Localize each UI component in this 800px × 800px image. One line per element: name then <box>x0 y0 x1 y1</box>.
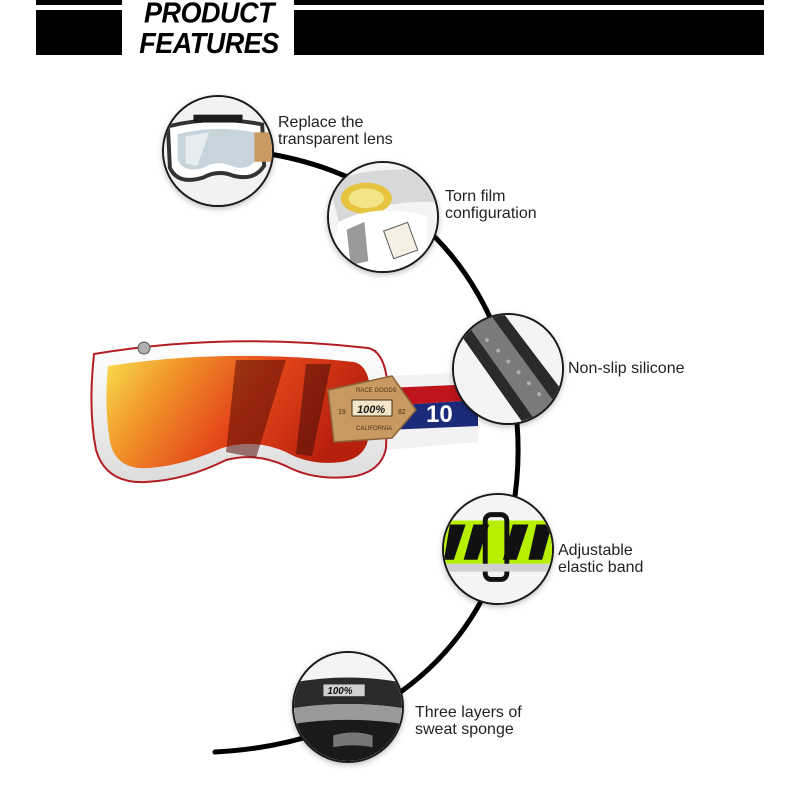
feature-label-1: Replace the transparent lens <box>278 114 393 148</box>
patch-year-right: 82 <box>398 409 406 416</box>
header-bar-left-thick <box>36 10 122 55</box>
feature-circle-tear-off <box>327 161 439 273</box>
goggle-image: 10 RACE GOODS 100% 19 82 CALIFORNIA <box>90 340 478 484</box>
feature-circle-sponge: 100% <box>292 651 404 763</box>
feature-label-2: Torn film configuration <box>445 188 537 222</box>
leather-patch: RACE GOODS 100% 19 82 CALIFORNIA <box>327 375 417 443</box>
tear-off-icon <box>329 163 437 271</box>
feature-2-line-1: Torn film <box>445 188 506 205</box>
patch-top-text: RACE GOODS <box>356 388 397 394</box>
strap-text: 10 <box>426 401 453 428</box>
patch-year-left: 19 <box>338 409 346 416</box>
elastic-band-icon <box>444 495 552 603</box>
feature-circle-clear-lens <box>162 95 274 207</box>
feature-3-line-1: Non-slip silicone <box>568 360 685 377</box>
header-bar-right-thick <box>294 10 764 55</box>
feature-circle-elastic-band <box>442 493 554 605</box>
feature-1-line-1: Replace the <box>278 114 364 131</box>
sponge-logo-text: 100% <box>327 686 352 697</box>
feature-2-line-2: configuration <box>445 205 537 222</box>
feature-4-line-2: elastic band <box>558 559 644 576</box>
title-line-1: PRODUCT <box>144 0 275 29</box>
clear-lens-icon <box>164 97 272 205</box>
feature-label-5: Three layers of sweat sponge <box>415 704 522 738</box>
feature-label-4: Adjustable elastic band <box>558 542 643 576</box>
patch-logo: 100% <box>357 404 385 416</box>
title-line-2: FEATURES <box>139 27 279 60</box>
feature-5-line-2: sweat sponge <box>415 721 514 738</box>
patch-bottom-text: CALIFORNIA <box>356 426 392 432</box>
feature-5-line-1: Three layers of <box>415 704 522 721</box>
feature-label-3: Non-slip silicone <box>568 360 685 377</box>
feature-1-line-2: transparent lens <box>278 131 393 148</box>
sponge-icon: 100% <box>294 653 402 761</box>
feature-circle-silicone <box>452 313 564 425</box>
silicone-strip-icon <box>454 315 562 423</box>
page-title: PRODUCT FEATURES <box>124 0 294 59</box>
feature-4-line-1: Adjustable <box>558 542 633 559</box>
header-bar-right <box>294 0 764 5</box>
header-bar-left <box>36 0 122 5</box>
